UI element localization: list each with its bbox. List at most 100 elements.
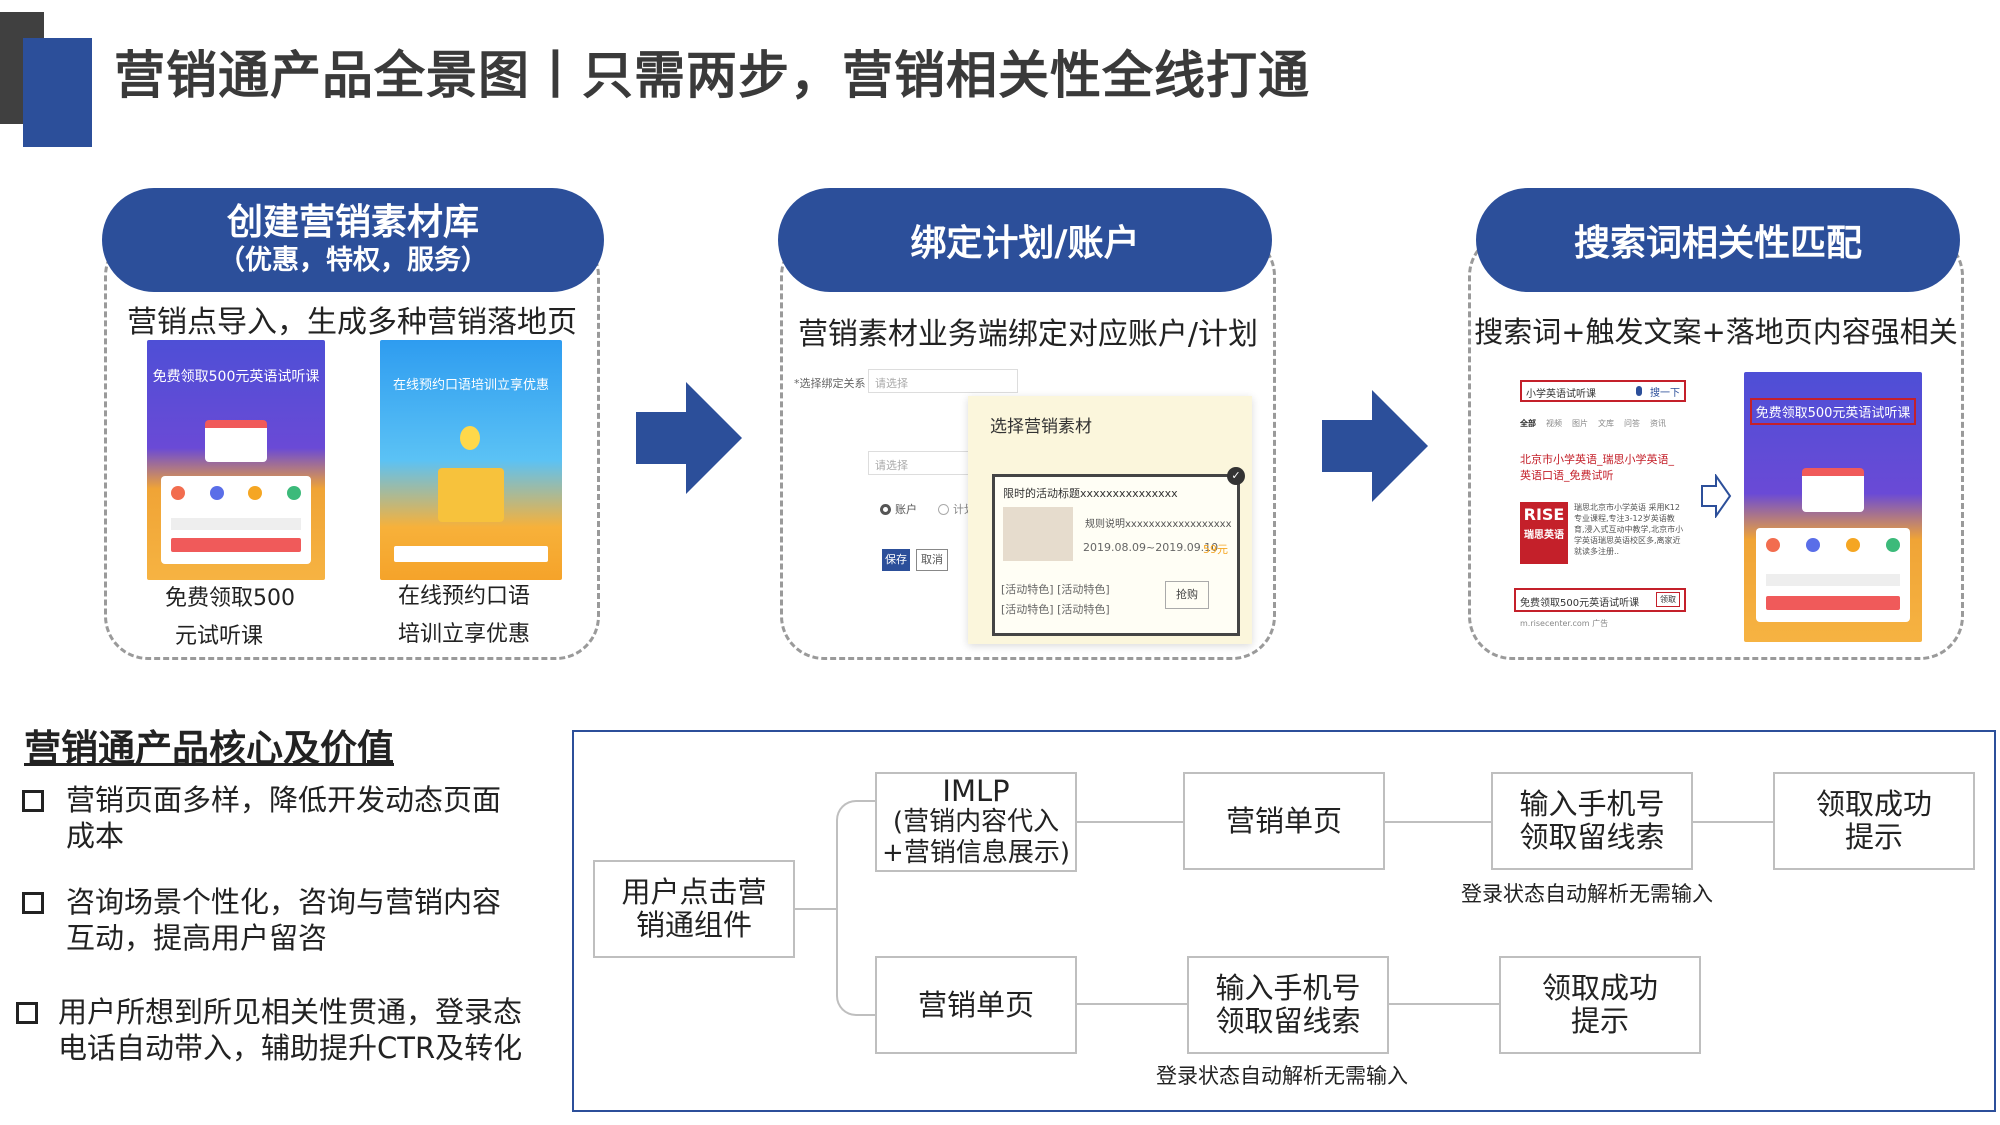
gift-box-icon bbox=[438, 468, 504, 522]
step-1-description: 营销点导入，生成多种营销落地页 bbox=[127, 305, 577, 340]
checkbox-icon bbox=[16, 1002, 38, 1024]
step-3-title: 搜索词相关性匹配 bbox=[1573, 223, 1862, 264]
marketing-page-label: 营销单页 bbox=[1225, 803, 1342, 838]
connector bbox=[1077, 1003, 1187, 1005]
landing-banner-2: 在线预约口语培训立享优惠 bbox=[392, 378, 549, 393]
values-title: 营销通产品核心及价值 bbox=[24, 727, 394, 770]
imlp-line-1: IMLP bbox=[942, 773, 1010, 808]
card-2-caption-line-1: 在线预约口语 bbox=[398, 584, 531, 609]
result-title[interactable]: 北京市小学英语_瑞思小学英语_英语口语_免费试听 bbox=[1520, 453, 1674, 482]
imlp-line-3: +营销信息展示) bbox=[882, 837, 1070, 868]
card-2-caption: 在线预约口语 培训立享优惠 bbox=[398, 578, 530, 654]
card-1-caption: 免费领取500 元试听课 bbox=[165, 580, 295, 656]
feature-icon bbox=[1766, 538, 1780, 552]
promo-item[interactable]: ✓ 限时的活动标题xxxxxxxxxxxxxxx 规则说明xxxxxxxxxxx… bbox=[992, 467, 1245, 636]
claim-button[interactable] bbox=[394, 546, 548, 562]
connector bbox=[1077, 821, 1183, 823]
flow-phone-input-box-2: 输入手机号 领取留线索 bbox=[1187, 956, 1389, 1054]
save-button[interactable]: 保存 bbox=[882, 549, 910, 571]
promo-date: 2019.08.09~2019.09.10 bbox=[1083, 541, 1219, 554]
step-1-subtitle: （优惠，特权，服务） bbox=[218, 245, 488, 276]
success-line-1: 领取成功 bbox=[1815, 787, 1932, 821]
flow-start-line-2: 销通组件 bbox=[635, 908, 752, 942]
landing-banner-1: 免费领取500元英语试听课 bbox=[152, 369, 320, 385]
value-2-line-2: 互动，提高用户留咨 bbox=[66, 921, 328, 955]
flow-start-line-1: 用户点击营 bbox=[621, 875, 767, 909]
promo-price: 59元 bbox=[1203, 543, 1228, 556]
check-icon: ✓ bbox=[1227, 467, 1245, 485]
cancel-button[interactable]: 取消 bbox=[916, 549, 948, 571]
flow-note-top: 登录状态自动解析无需输入 bbox=[1461, 882, 1713, 906]
ad-link[interactable]: 免费领取500元英语试听课 领取 bbox=[1514, 588, 1686, 612]
landing-page-preview-1[interactable]: 免费领取500元英语试听课 bbox=[147, 340, 325, 580]
bind-label: *选择绑定关系 bbox=[794, 377, 866, 390]
value-3-line-2: 电话自动带入，辅助提升CTR及转化 bbox=[58, 1031, 523, 1065]
flow-phone-input-box: 输入手机号 领取留线索 bbox=[1491, 772, 1693, 870]
value-2-line-1: 咨询场景个性化，咨询与营销内容 bbox=[66, 885, 502, 919]
feature-icon bbox=[171, 486, 185, 500]
radio-account[interactable]: 账户 bbox=[880, 501, 917, 517]
submit-button[interactable] bbox=[171, 538, 301, 552]
result-url: m.risecenter.com 广告 bbox=[1520, 619, 1609, 628]
hollow-arrow-right-icon bbox=[1700, 472, 1732, 520]
tab-images[interactable]: 图片 bbox=[1572, 419, 1588, 428]
tab-video[interactable]: 视频 bbox=[1546, 419, 1562, 428]
flow-note-bottom: 登录状态自动解析无需输入 bbox=[1156, 1064, 1408, 1088]
tab-docs[interactable]: 文库 bbox=[1598, 419, 1614, 428]
arrow-right-icon bbox=[636, 382, 742, 494]
connector bbox=[795, 908, 837, 910]
feature-icon bbox=[1806, 538, 1820, 552]
phone-input-2-line-2: 领取留线索 bbox=[1215, 1004, 1361, 1038]
phone-input-line-2: 领取留线索 bbox=[1519, 820, 1665, 854]
phone-input[interactable] bbox=[171, 518, 301, 530]
tab-news[interactable]: 资讯 bbox=[1650, 419, 1666, 428]
landing-page-preview-2[interactable]: 在线预约口语培训立享优惠 bbox=[380, 340, 562, 580]
radio-account-label: 账户 bbox=[895, 503, 917, 516]
search-button[interactable]: 搜一下 bbox=[1650, 388, 1680, 399]
microphone-icon bbox=[1636, 386, 1642, 396]
step-3-description: 搜索词+触发文案+落地页内容强相关 bbox=[1474, 315, 1958, 349]
tab-all[interactable]: 全部 bbox=[1520, 419, 1536, 428]
branch-bracket bbox=[836, 800, 876, 1016]
phone-input[interactable] bbox=[1766, 574, 1900, 586]
popup-title: 选择营销素材 bbox=[990, 417, 1092, 437]
ad-banner-text: 免费领取500元英语试听课 bbox=[1520, 598, 1640, 609]
feature-icon bbox=[248, 486, 263, 500]
rise-logo: RISE 瑞思英语 bbox=[1520, 502, 1568, 564]
calendar-icon bbox=[205, 420, 267, 462]
phone-input-line-1: 输入手机号 bbox=[1519, 787, 1665, 821]
step-2-title: 绑定计划/账户 bbox=[910, 223, 1140, 264]
rise-logo-subtext: 瑞思英语 bbox=[1524, 530, 1564, 541]
flow-success-box-2: 领取成功 提示 bbox=[1499, 956, 1701, 1054]
bind-select[interactable]: 请选择 bbox=[868, 369, 1018, 393]
value-3-line-1: 用户所想到所见相关性贯通，登录态 bbox=[58, 995, 523, 1029]
header-accent-blue bbox=[23, 38, 92, 147]
checkbox-icon bbox=[22, 892, 44, 914]
value-item: 营销页面多样，降低开发动态页面 成本 bbox=[22, 782, 576, 854]
checkbox-icon bbox=[22, 790, 44, 812]
step-3-title-pill: 搜索词相关性匹配 bbox=[1476, 188, 1960, 292]
calendar-icon bbox=[1802, 468, 1864, 512]
value-text-1: 营销页面多样，降低开发动态页面 成本 bbox=[66, 782, 576, 854]
success-2-line-2: 提示 bbox=[1570, 1004, 1629, 1038]
lead-form-card bbox=[1756, 528, 1910, 622]
flow-marketing-page-box-2: 营销单页 bbox=[875, 956, 1077, 1054]
radio-unchecked-icon bbox=[938, 503, 949, 515]
imlp-line-2: (营销内容代入 bbox=[892, 806, 1060, 837]
grab-button[interactable]: 抢购 bbox=[1165, 581, 1209, 609]
search-box[interactable]: 小学英语试听课 搜一下 bbox=[1520, 380, 1686, 402]
flow-marketing-page-box: 营销单页 bbox=[1183, 772, 1385, 870]
landing-page-preview-3[interactable]: 免费领取500元英语试听课 bbox=[1744, 372, 1922, 642]
tab-qa[interactable]: 问答 bbox=[1624, 419, 1640, 428]
value-item: 咨询场景个性化，咨询与营销内容 互动，提高用户留咨 bbox=[22, 884, 576, 956]
page-title: 营销通产品全景图丨只需两步，营销相关性全线打通 bbox=[114, 47, 1311, 106]
flow-diagram bbox=[572, 730, 1996, 1112]
ad-claim-button[interactable]: 领取 bbox=[1656, 592, 1680, 607]
search-results-preview: 小学英语试听课 搜一下 全部 视频 图片 文库 问答 资讯 北京市小学英语_瑞思… bbox=[1512, 374, 1690, 636]
value-text-2: 咨询场景个性化，咨询与营销内容 互动，提高用户留咨 bbox=[66, 884, 576, 956]
submit-button[interactable] bbox=[1766, 596, 1900, 610]
connector bbox=[1385, 821, 1491, 823]
card-1-caption-line-2: 元试听课 bbox=[175, 624, 264, 649]
phone-input-2-line-1: 输入手机号 bbox=[1215, 971, 1361, 1005]
connector bbox=[1693, 821, 1773, 823]
